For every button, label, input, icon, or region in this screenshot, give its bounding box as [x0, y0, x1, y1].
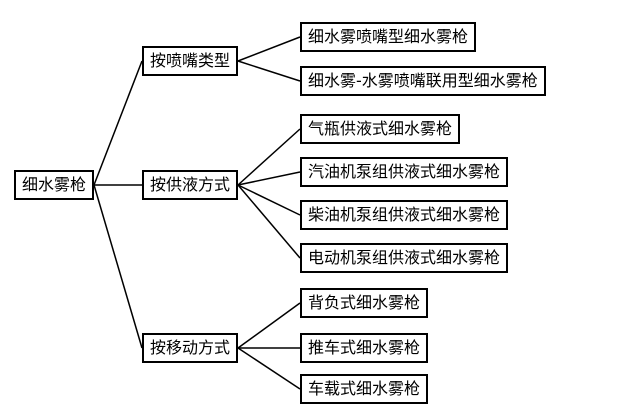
connector-line — [93, 184, 143, 349]
leaf-node: 柴油机泵组供液式细水雾枪 — [300, 200, 509, 230]
connector-line — [237, 184, 301, 259]
leaf-node: 车载式细水雾枪 — [300, 374, 429, 404]
leaf-node: 细水雾喷嘴型细水雾枪 — [300, 22, 477, 52]
connector-line — [237, 60, 301, 82]
connector-line — [237, 184, 301, 216]
category-node-movement: 按移动方式 — [142, 333, 239, 363]
leaf-node: 推车式细水雾枪 — [300, 333, 429, 363]
category-node-liquid-supply: 按供液方式 — [142, 170, 239, 200]
leaf-node: 细水雾-水雾喷嘴联用型细水雾枪 — [300, 66, 546, 96]
connector-line — [237, 302, 301, 349]
leaf-node: 电动机泵组供液式细水雾枪 — [300, 243, 509, 273]
connector-line — [237, 36, 301, 62]
leaf-node: 汽油机泵组供液式细水雾枪 — [300, 157, 509, 187]
category-node-nozzle-type: 按喷嘴类型 — [142, 46, 239, 76]
connector-line — [237, 347, 301, 390]
connector-line — [237, 128, 301, 186]
connector-line — [237, 171, 301, 186]
root-node: 细水雾枪 — [14, 170, 95, 200]
leaf-node: 气瓶供液式细水雾枪 — [300, 114, 461, 144]
leaf-node: 背负式细水雾枪 — [300, 288, 429, 318]
connector-line — [93, 60, 143, 186]
